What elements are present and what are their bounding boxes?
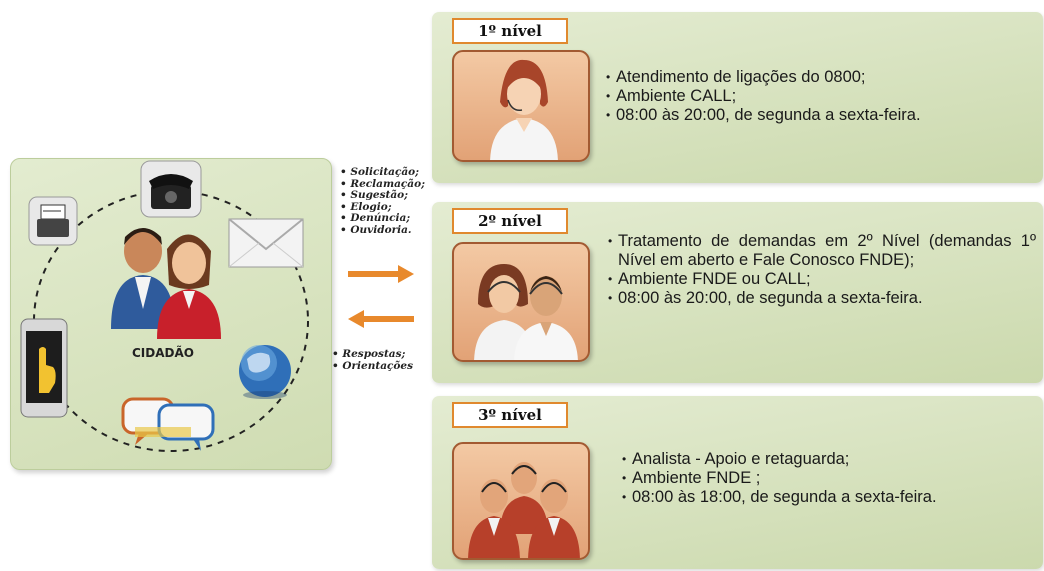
response-types-list: Respostas; Orientações xyxy=(332,348,413,373)
level-3-detail-item: Ambiente FNDE ; xyxy=(622,469,1030,488)
right-arrow-icon xyxy=(348,265,414,283)
level-2-title: 2º nível xyxy=(452,208,568,234)
level-3-title: 3º nível xyxy=(452,402,568,428)
request-type-item: Ouvidoria. xyxy=(340,224,425,237)
level-1-detail-item: Atendimento de ligações do 0800; xyxy=(606,68,1026,87)
response-type-item: Respostas; xyxy=(332,348,413,361)
citizen-label: CIDADÃO xyxy=(132,346,194,360)
level-3-detail-item: Analista - Apoio e retaguarda; xyxy=(622,450,1030,469)
level-2-details: Tratamento de demandas em 2º Nível (dema… xyxy=(608,232,1036,308)
level-3-details: Analista - Apoio e retaguarda; Ambiente … xyxy=(622,450,1030,507)
level-2-detail-item: 08:00 às 20:00, de segunda a sexta-feira… xyxy=(608,289,1036,308)
envelope-icon xyxy=(228,218,304,268)
female-attendant-icon xyxy=(490,59,558,160)
level-2-attendants-avatar xyxy=(452,242,590,362)
chat-bubbles-icon xyxy=(121,397,215,451)
request-types-list: Solicitação; Reclamação; Sugestão; Elogi… xyxy=(340,166,425,237)
fax-icon xyxy=(28,196,78,246)
level-3-analysts-avatar xyxy=(452,442,590,560)
level-1-details: Atendimento de ligações do 0800; Ambient… xyxy=(606,68,1026,125)
level-1-title: 1º nível xyxy=(452,18,568,44)
level-1-panel: 1º nível Atendimento de ligações do 0800… xyxy=(432,12,1043,183)
request-type-item: Elogio; xyxy=(340,201,425,214)
telephone-icon xyxy=(140,160,202,218)
citizens-icon xyxy=(111,228,221,339)
level-3-panel: 3º nível Analista - Apoio e retaguarda; … xyxy=(432,396,1043,569)
level-1-detail-item: Ambiente CALL; xyxy=(606,87,1026,106)
left-arrow-icon xyxy=(348,310,414,328)
request-type-item: Solicitação; xyxy=(340,166,425,179)
response-type-item: Orientações xyxy=(332,360,413,373)
request-type-item: Reclamação; xyxy=(340,178,425,191)
request-type-item: Sugestão; xyxy=(340,190,425,202)
globe-icon xyxy=(239,345,291,399)
level-2-detail-item: Tratamento de demandas em 2º Nível (dema… xyxy=(608,232,1036,270)
level-1-attendant-avatar xyxy=(452,50,590,162)
smartphone-icon xyxy=(20,318,68,418)
two-attendants-icon xyxy=(474,264,578,360)
citizen-channels-graphic xyxy=(20,160,309,452)
level-2-detail-item: Ambiente FNDE ou CALL; xyxy=(608,270,1036,289)
analyst-team-icon xyxy=(468,462,580,558)
level-3-detail-item: 08:00 às 18:00, de segunda a sexta-feira… xyxy=(622,488,1030,507)
level-1-detail-item: 08:00 às 20:00, de segunda a sexta-feira… xyxy=(606,106,1026,125)
citizen-channels-panel xyxy=(10,158,332,470)
level-2-panel: 2º nível Tratamento de demandas em 2º Ní… xyxy=(432,202,1043,383)
request-type-item: Denúncia; xyxy=(340,213,425,225)
